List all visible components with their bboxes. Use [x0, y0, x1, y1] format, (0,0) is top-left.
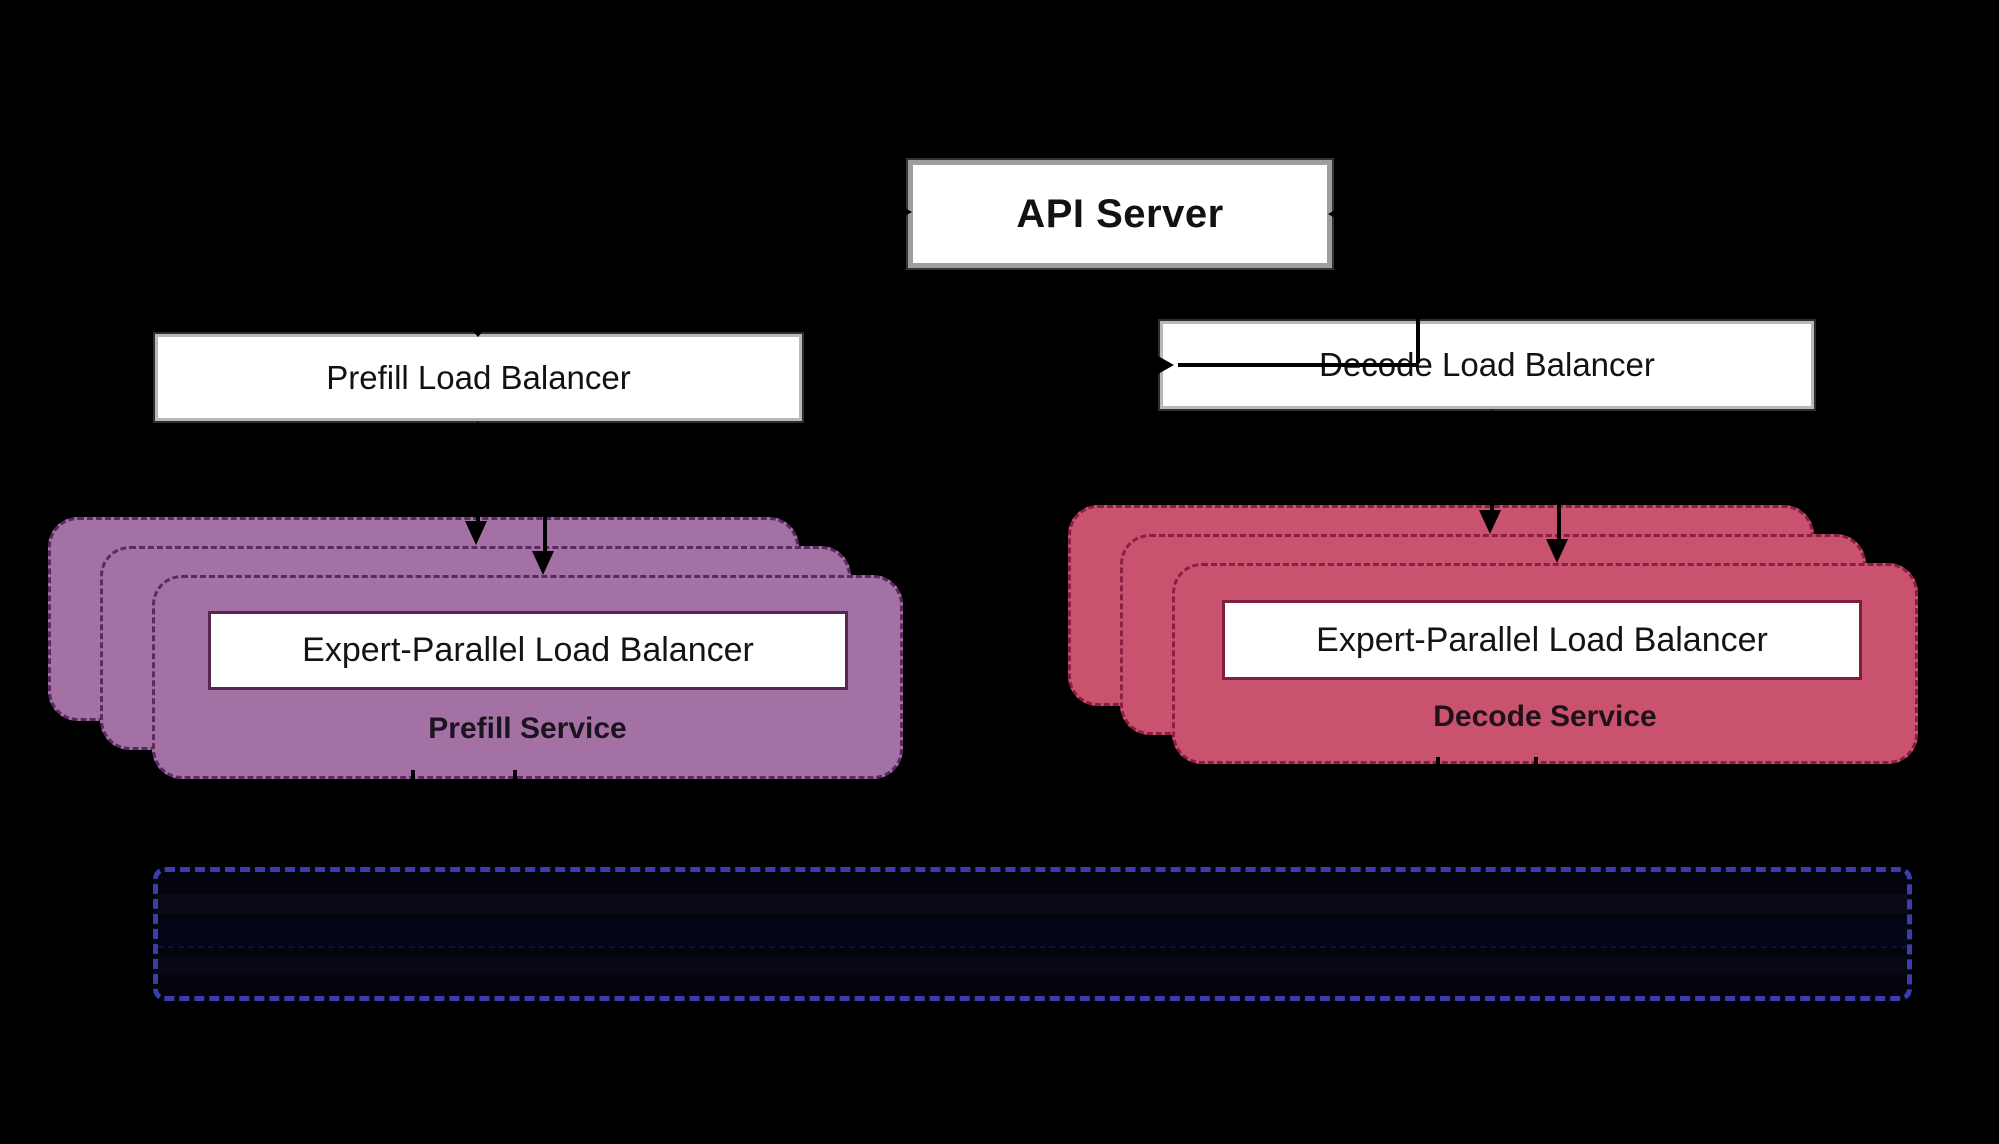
bottom-region-faint-band — [158, 894, 1907, 914]
edge-api-decode-shaft — [1336, 212, 1420, 216]
decode-expert-parallel-lb-label: Expert-Parallel Load Balancer — [1316, 620, 1768, 659]
arrowhead-into-prefill-replica-middle — [465, 521, 487, 545]
bottom-region-faint-band — [158, 956, 1907, 974]
arrowhead-into-prefill-lb-top — [468, 325, 488, 337]
arrowhead-into-decode-replica-front — [1546, 539, 1568, 563]
prefill-load-balancer-label: Prefill Load Balancer — [326, 358, 631, 396]
edge-prefill-lb-stack-shaft — [476, 443, 480, 523]
api-server-label: API Server — [1016, 191, 1224, 236]
edge-api-decode-shaft — [1416, 212, 1420, 363]
edge-api-prefill-shaft — [478, 210, 908, 214]
edge-prefill-stack-bottom-stub — [411, 770, 415, 802]
edge-decode-stack-bottom-stub — [1436, 757, 1440, 789]
bottom-dashed-region — [153, 867, 1912, 1001]
arrowhead-into-decode-replica-middle — [1479, 510, 1501, 534]
edge-decode-stack-bottom-stub — [1534, 757, 1538, 789]
prefill-expert-parallel-lb-label: Expert-Parallel Load Balancer — [302, 631, 754, 669]
arrowhead-into-decode-lb-bottom — [1481, 409, 1503, 431]
prefill-load-balancer-node: Prefill Load Balancer — [155, 334, 802, 421]
arrowhead-into-decode-lb-left — [1158, 356, 1174, 374]
prefill-expert-parallel-lb-box: Expert-Parallel Load Balancer — [208, 611, 848, 690]
edge-decode-lb-stack-shaft2 — [1557, 420, 1561, 541]
arrowhead-into-prefill-lb-bottom — [467, 421, 489, 443]
edge-prefill-lb-stack-shaft2 — [543, 430, 547, 553]
edge-decode-lb-stack-shaft — [1490, 431, 1494, 512]
arrowhead-into-api-left — [896, 203, 912, 221]
prefill-service-label: Prefill Service — [428, 712, 627, 745]
arrowhead-into-api-right — [1328, 205, 1344, 223]
edge-api-decode-shaft — [1178, 363, 1418, 367]
arrowhead-into-prefill-replica-front — [532, 551, 554, 575]
bottom-region-faint-band — [158, 922, 1907, 946]
edge-prefill-stack-bottom-stub — [513, 770, 517, 802]
decode-service-label: Decode Service — [1433, 700, 1657, 733]
api-server-node: API Server — [908, 160, 1332, 268]
bottom-region-faint-dashed-line — [158, 946, 1907, 950]
edge-api-prefill-shaft — [476, 212, 480, 326]
decode-expert-parallel-lb-box: Expert-Parallel Load Balancer — [1222, 600, 1862, 680]
